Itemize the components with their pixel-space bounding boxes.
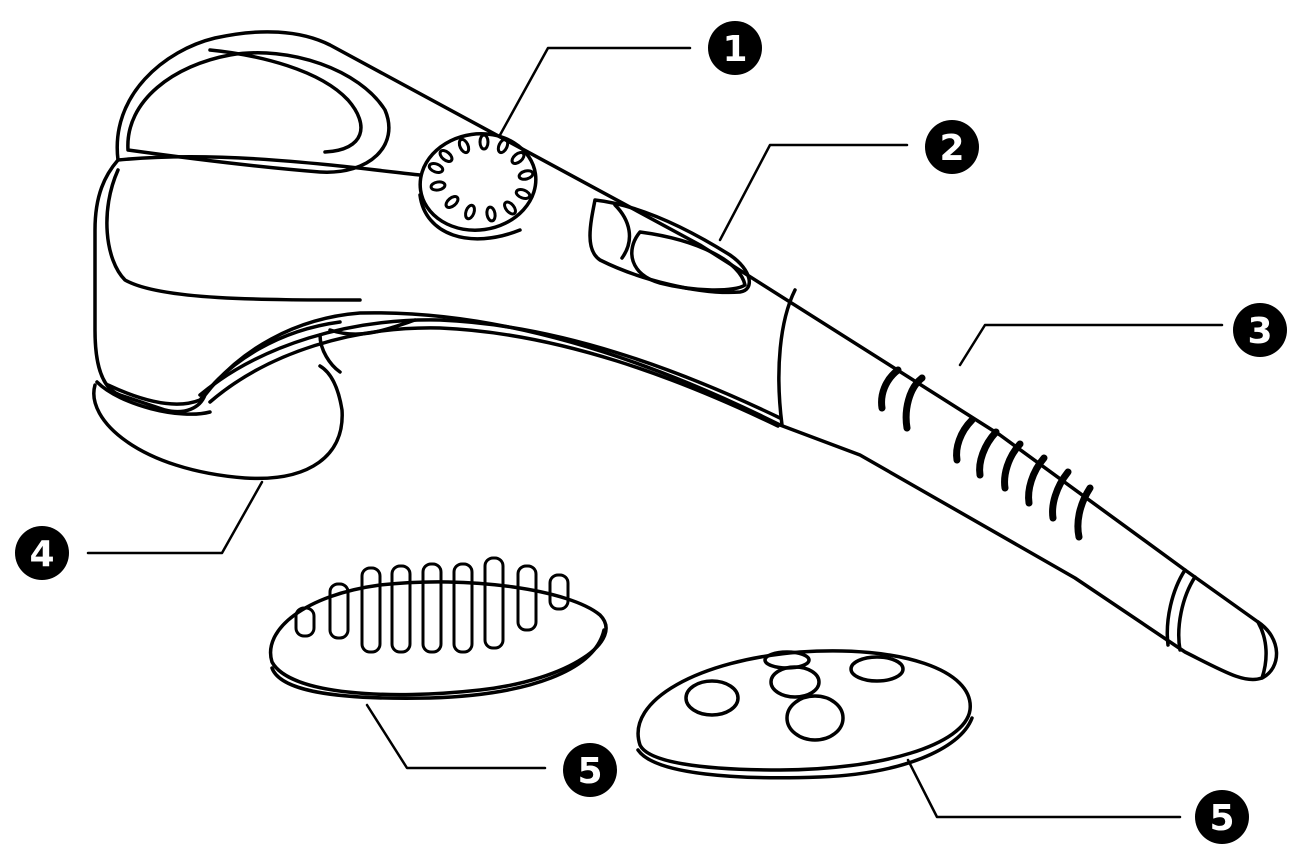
callout-4: 4: [15, 526, 69, 580]
callout-1: 1: [708, 21, 762, 75]
callout-5a: 5: [563, 743, 617, 797]
callout-4-label: 4: [29, 534, 54, 575]
speed-dial: [414, 126, 542, 238]
callout-1-label: 1: [722, 29, 747, 70]
spiked-attachment: [271, 558, 606, 698]
callout-5b: 5: [1195, 790, 1249, 844]
callout-2: 2: [925, 120, 979, 174]
domed-attachment: [638, 651, 972, 778]
callout-5b-label: 5: [1209, 798, 1234, 839]
power-switch: [590, 200, 749, 292]
callout-5a-label: 5: [577, 751, 602, 792]
massager-body: [95, 32, 1277, 680]
callout-3: 3: [1233, 303, 1287, 357]
grip-slots: [882, 370, 1090, 537]
callout-2-label: 2: [939, 128, 964, 169]
callout-3-label: 3: [1247, 311, 1272, 352]
